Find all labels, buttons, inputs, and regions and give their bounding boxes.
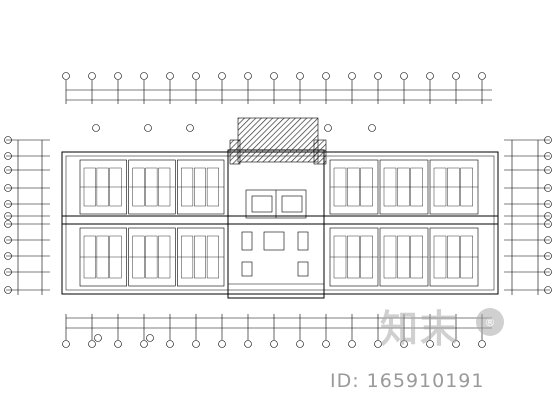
grid-bubble <box>4 220 12 228</box>
grid-bubble <box>400 340 408 348</box>
grid-bubble <box>400 72 408 80</box>
grid-bubble <box>4 166 12 174</box>
grid-bubble <box>452 340 460 348</box>
central-core <box>227 117 327 299</box>
grid-bubble <box>426 340 434 348</box>
grid-bubble <box>478 340 486 348</box>
grid-bubble <box>544 252 552 260</box>
grid-bubble <box>478 72 486 80</box>
watermark-brand: 知末 <box>380 307 461 351</box>
grid-bubble <box>544 136 552 144</box>
watermark-id: ID: 165910191 <box>330 370 485 392</box>
grid-bubble <box>544 152 552 160</box>
grid-bubble <box>322 340 330 348</box>
bottom-dimension-line <box>65 314 492 340</box>
grid-bubble <box>4 152 12 160</box>
grid-bubble <box>166 72 174 80</box>
grid-bubble <box>544 236 552 244</box>
grid-bubble <box>544 184 552 192</box>
grid-bubble <box>4 136 12 144</box>
grid-bubble <box>270 72 278 80</box>
grid-bubble <box>244 72 252 80</box>
grid-bubble <box>374 340 382 348</box>
grid-bubble <box>296 72 304 80</box>
grid-bubble <box>544 286 552 294</box>
grid-bubble <box>62 72 70 80</box>
grid-bubble <box>544 200 552 208</box>
grid-bubble <box>192 340 200 348</box>
grid-bubble <box>88 340 96 348</box>
grid-bubble <box>140 72 148 80</box>
grid-bubble <box>218 340 226 348</box>
grid-bubbles <box>4 72 552 348</box>
left-dimension-line <box>6 139 50 295</box>
grid-bubble <box>94 334 102 342</box>
right-dimension-line <box>504 139 550 295</box>
grid-bubble <box>92 124 100 132</box>
grid-bubble <box>146 334 154 342</box>
grid-bubble <box>452 72 460 80</box>
grid-bubble <box>4 200 12 208</box>
grid-bubble <box>426 72 434 80</box>
grid-bubble <box>544 166 552 174</box>
watermark-registered-icon: ® <box>476 308 504 336</box>
grid-bubble <box>62 340 70 348</box>
grid-bubble <box>114 72 122 80</box>
grid-bubble <box>322 72 330 80</box>
top-dimension-line <box>65 80 492 104</box>
grid-bubble <box>244 340 252 348</box>
grid-bubble <box>186 124 194 132</box>
grid-bubble <box>4 286 12 294</box>
grid-bubble <box>166 340 174 348</box>
grid-bubble <box>544 220 552 228</box>
grid-bubble <box>4 236 12 244</box>
grid-bubble <box>544 212 552 220</box>
grid-bubble <box>218 72 226 80</box>
grid-bubble <box>374 72 382 80</box>
grid-bubble <box>544 268 552 276</box>
grid-bubble <box>4 268 12 276</box>
building-outline <box>61 151 499 295</box>
grid-bubble <box>348 340 356 348</box>
grid-bubble <box>192 72 200 80</box>
grid-bubble <box>140 340 148 348</box>
grid-bubble <box>296 340 304 348</box>
grid-bubble <box>4 252 12 260</box>
grid-bubble <box>270 340 278 348</box>
grid-bubble <box>368 124 376 132</box>
grid-bubble <box>144 124 152 132</box>
grid-bubble <box>88 72 96 80</box>
grid-bubble <box>4 184 12 192</box>
grid-bubble <box>324 124 332 132</box>
guest-rooms <box>79 159 479 287</box>
grid-bubble <box>114 340 122 348</box>
grid-bubble <box>4 212 12 220</box>
grid-bubble <box>348 72 356 80</box>
